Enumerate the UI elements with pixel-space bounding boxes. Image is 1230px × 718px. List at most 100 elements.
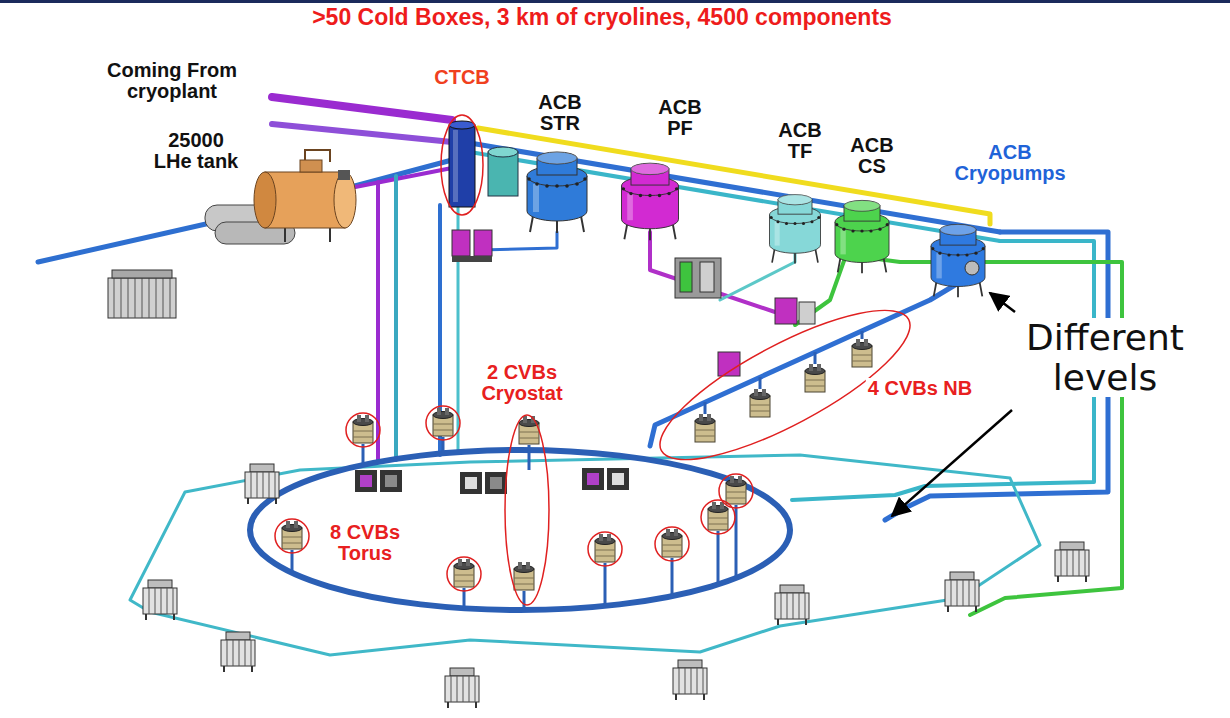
nb-box	[775, 298, 797, 324]
cvb	[454, 559, 474, 587]
highlight-ellipse	[505, 415, 549, 605]
skid-body	[108, 278, 176, 318]
highlight-circle	[701, 500, 735, 534]
cryoline	[470, 152, 1000, 241]
cryoline	[272, 97, 452, 120]
cold-box-label: CTCB	[432, 67, 492, 88]
tank-top	[488, 147, 518, 157]
tank-leg	[284, 228, 286, 242]
valve-box	[1055, 542, 1089, 582]
dark-box-face	[612, 473, 624, 485]
ctcb	[441, 115, 518, 262]
cvb-stem	[523, 591, 526, 610]
source-label: Coming From cryoplant	[92, 60, 252, 102]
porthole	[965, 261, 979, 275]
cvb-stem	[604, 563, 607, 606]
highlights	[275, 284, 927, 605]
tank-leg	[329, 228, 331, 242]
dark-box	[607, 468, 629, 490]
dark-box-face	[360, 475, 372, 487]
valve-box	[673, 660, 707, 700]
highlight-circle	[346, 413, 380, 447]
highlight-circle	[275, 519, 309, 553]
cvb-stem	[814, 352, 817, 364]
ctcb-top	[449, 121, 475, 129]
diagram-title: >50 Cold Boxes, 3 km of cryolines, 4500 …	[310, 5, 894, 29]
highlight-circle	[655, 527, 689, 561]
dark-box	[582, 468, 604, 490]
group-label: 2 CVBs Cryostat	[470, 362, 574, 404]
cvb	[514, 562, 534, 590]
tank-label: 25000 LHe tank	[151, 130, 241, 172]
skid-body	[675, 258, 721, 298]
group-label: 8 CVBs Torus	[323, 522, 408, 564]
valve-box	[143, 580, 177, 620]
dark-box-face	[465, 477, 477, 489]
compressor-skid	[108, 270, 176, 318]
highlight-circle	[447, 557, 481, 591]
cvb-stems	[292, 331, 862, 610]
cvb-stem	[759, 377, 762, 389]
cvb	[695, 414, 715, 442]
cryoline	[394, 176, 398, 460]
dark-box-face	[385, 475, 397, 487]
cold-box-label: ACB Cryopumps	[950, 142, 1070, 184]
pump-box	[452, 230, 470, 256]
cvb	[805, 364, 825, 392]
cold-box-label: ACB TF	[770, 120, 830, 162]
acb-skids	[675, 258, 815, 376]
ctcb-column	[449, 125, 475, 207]
cvb	[726, 476, 746, 504]
pump-base	[452, 256, 492, 262]
cryoline	[38, 160, 452, 262]
cvb	[750, 389, 770, 417]
cvb	[662, 529, 682, 557]
acb-str-vessel	[527, 152, 587, 233]
highlight-circle	[426, 406, 460, 440]
valve-box	[245, 464, 279, 504]
dark-box-face	[587, 473, 599, 485]
top-bar	[0, 0, 1230, 3]
leader-arrow	[892, 410, 1012, 516]
cryoline	[795, 258, 845, 325]
cold-box-label: ACB CS	[842, 135, 902, 177]
skid-top	[112, 270, 172, 278]
cryoline	[272, 124, 452, 142]
valve-box	[221, 632, 255, 672]
cvb	[353, 415, 373, 443]
callout-text: Different levels	[1010, 318, 1200, 397]
valve-box	[445, 668, 479, 708]
cvb-stem	[528, 445, 531, 470]
cvb	[852, 339, 872, 367]
torus-ring-line	[250, 450, 790, 610]
cryoline	[650, 232, 775, 312]
cold-box-label: ACB STR	[530, 92, 590, 134]
tank-pipe	[305, 150, 330, 162]
cvb	[595, 534, 615, 562]
acb-cs-vessel	[835, 200, 889, 273]
highlight-circle	[588, 532, 622, 566]
dark-box	[380, 470, 402, 492]
valve-box	[775, 585, 809, 625]
skid-part	[700, 262, 714, 292]
highlight-ellipse	[441, 115, 483, 215]
dark-box	[460, 472, 482, 494]
nb-box	[799, 302, 815, 324]
acb-tf-vessel	[770, 195, 821, 264]
leader-arrow	[990, 293, 1015, 312]
cryoline	[650, 282, 960, 446]
dark-box	[355, 470, 377, 492]
cvb	[282, 521, 302, 549]
pump-box	[474, 230, 492, 256]
skid-fins	[114, 278, 170, 318]
dark-box-face	[490, 477, 502, 489]
cvb	[433, 408, 453, 436]
cvb	[519, 416, 539, 444]
acb-cryopumps-vessel	[931, 224, 985, 297]
tank	[488, 152, 518, 196]
ctcb-shine	[453, 130, 458, 202]
cvb	[708, 502, 728, 530]
cold-box-label: ACB PF	[650, 97, 710, 139]
valve-box	[945, 572, 979, 612]
